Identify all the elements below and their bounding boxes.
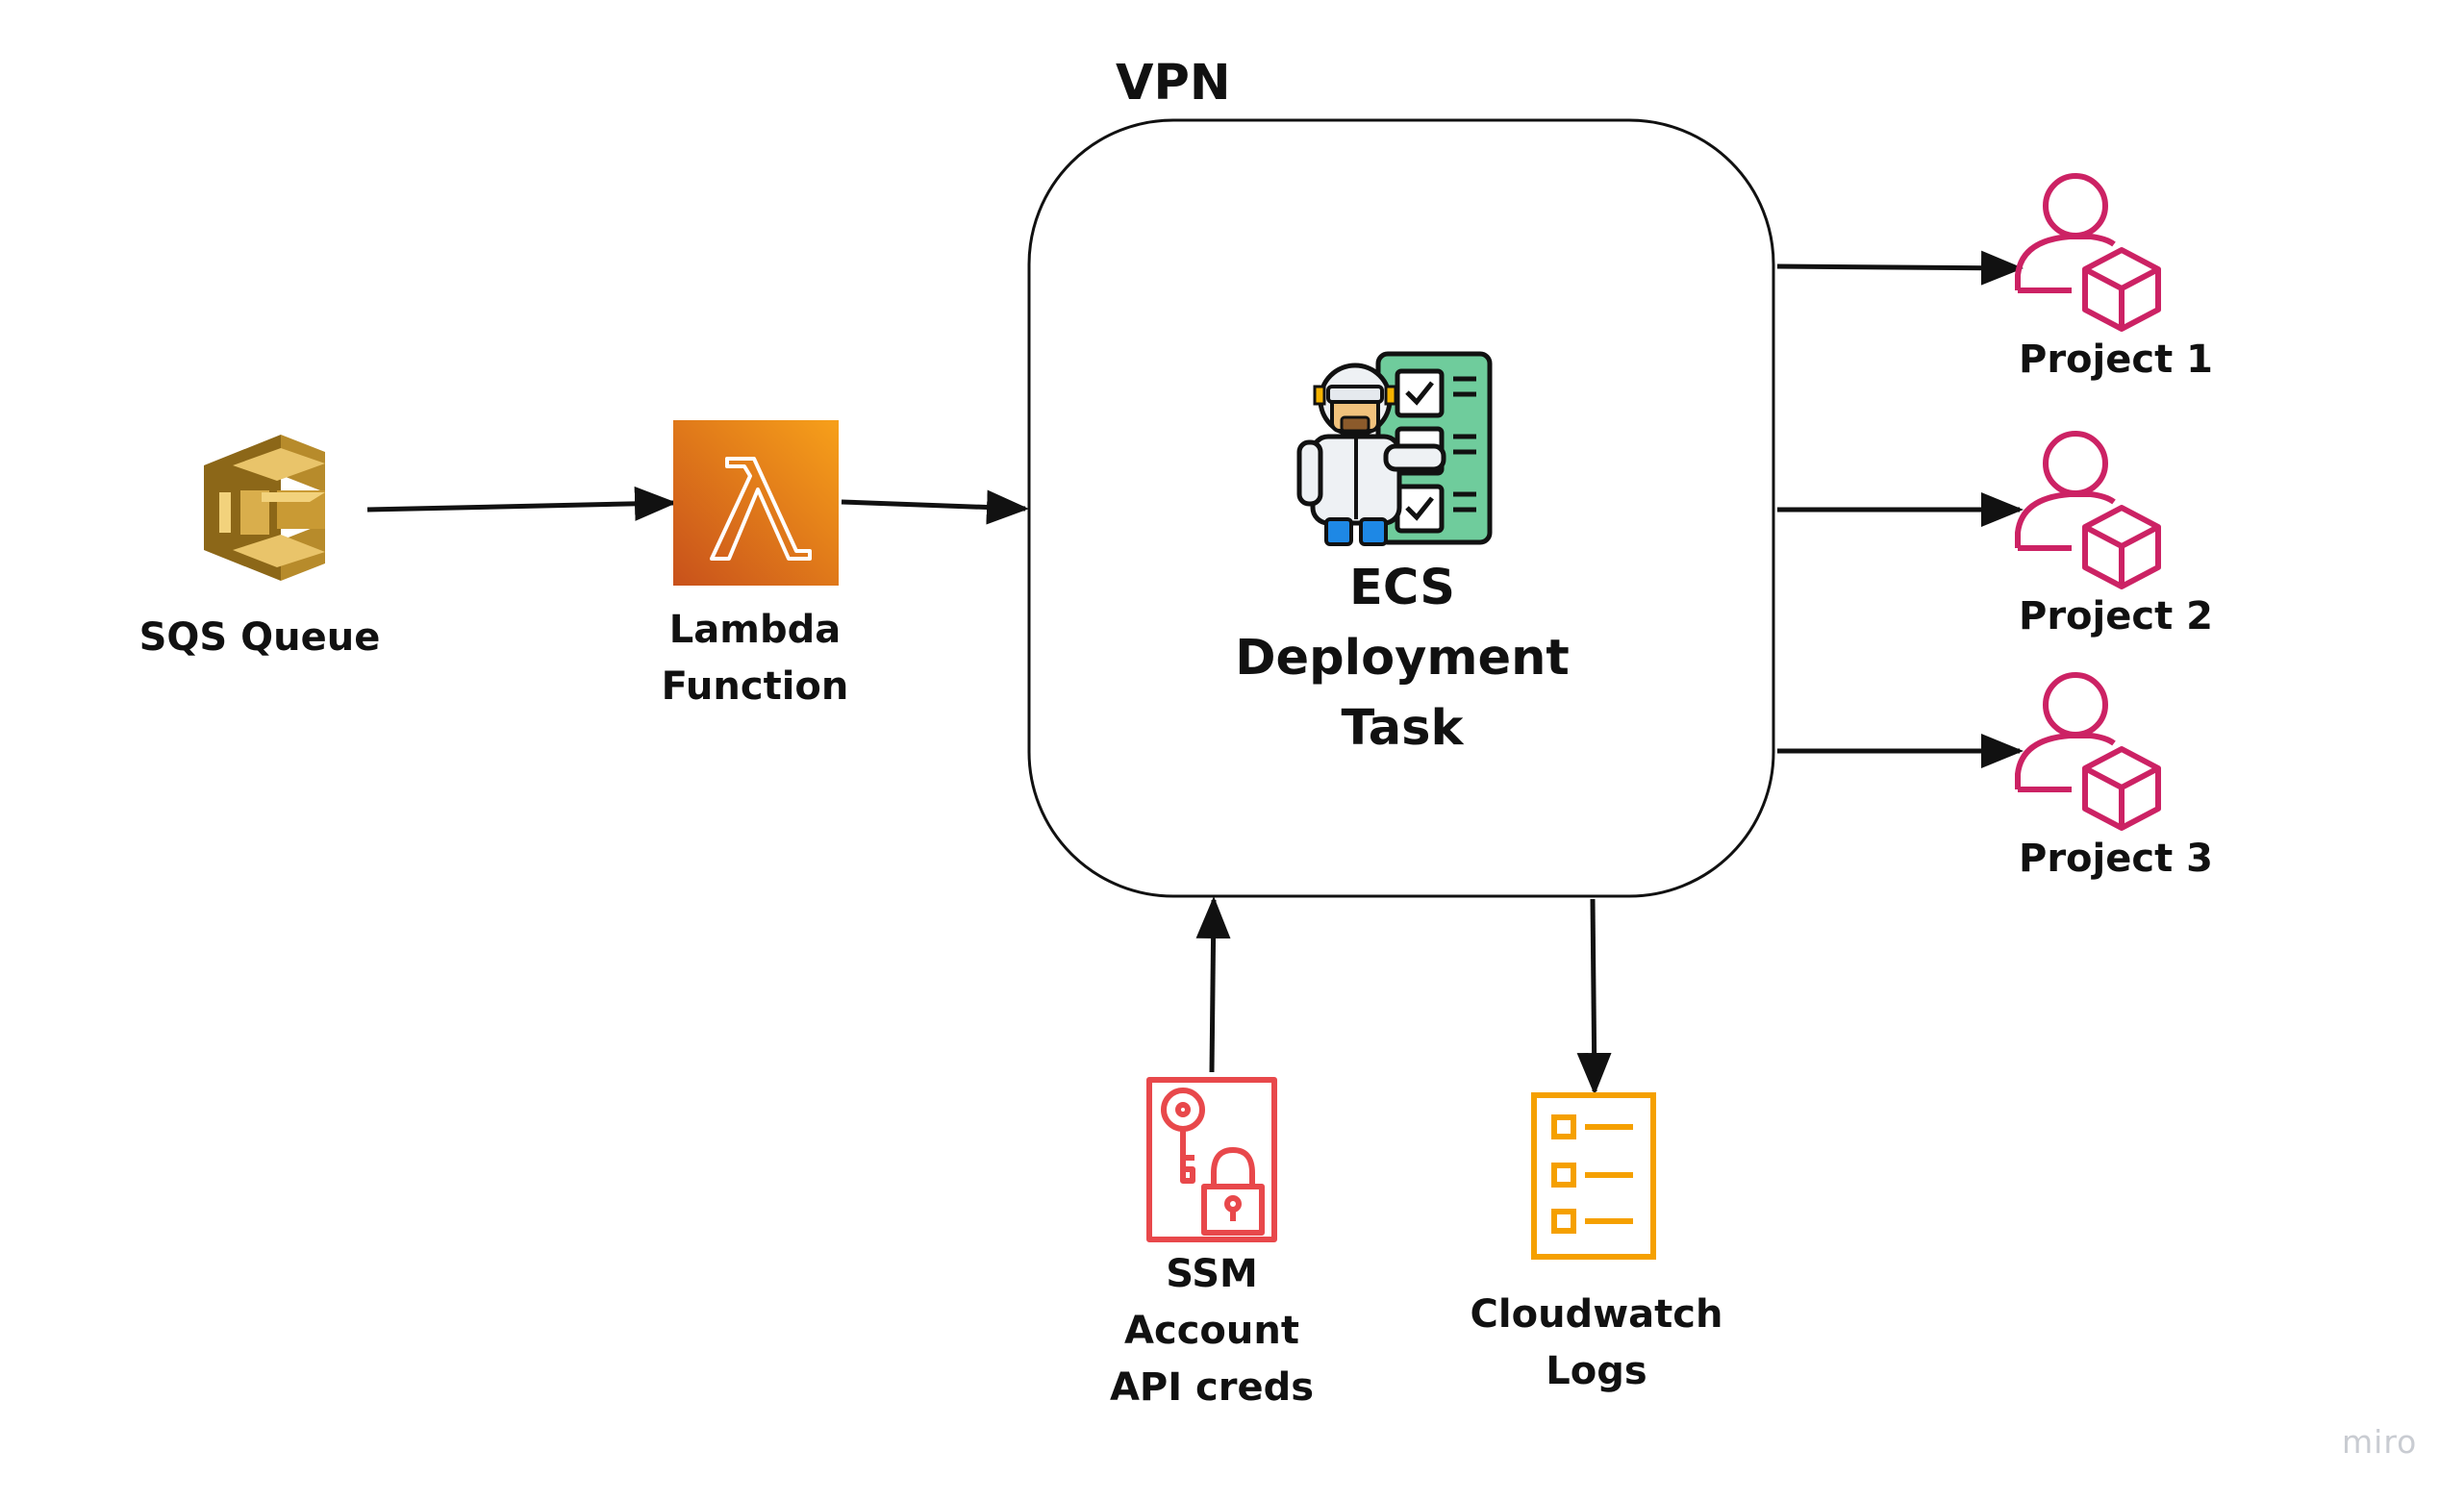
project-3-label: Project 3 (2019, 837, 2213, 881)
ssm-label: SSM Account API creds (1068, 1246, 1356, 1416)
vpn-title: VPN (1116, 55, 1231, 112)
log-list-icon[interactable] (1531, 1092, 1656, 1260)
edge-ecs-to-project-1 (1776, 250, 2024, 286)
ecs-task-label: ECS Deployment Task (1210, 553, 1595, 763)
project-1-label: Project 1 (2019, 338, 2213, 382)
ecs-worker-icon[interactable] (1296, 351, 1493, 546)
ssm-line-2: Account (1124, 1309, 1299, 1353)
project-2-icon[interactable] (2015, 431, 2161, 589)
project-3-icon[interactable] (2015, 672, 2161, 831)
ecs-task-line-1: ECS (1349, 560, 1455, 616)
edge-lambda-to-ecs (841, 489, 1029, 525)
ssm-line-3: API creds (1109, 1365, 1315, 1410)
cloudwatch-line-2: Logs (1546, 1349, 1647, 1393)
lambda-function-label: Lambda Function (611, 602, 899, 715)
sqs-queue-label: SQS Queue (138, 615, 381, 660)
lambda-line-2: Function (661, 664, 849, 709)
project-1-icon[interactable] (2015, 173, 2161, 332)
edges (366, 250, 2024, 1095)
edge-ecs-to-cloudwatch (1576, 898, 1612, 1095)
cloudwatch-label: Cloudwatch Logs (1452, 1287, 1741, 1400)
ecs-task-line-2: Deployment (1235, 630, 1570, 687)
project-2-label: Project 2 (2019, 594, 2213, 638)
lambda-icon[interactable] (673, 420, 839, 586)
key-lock-icon[interactable] (1146, 1077, 1277, 1242)
ssm-line-1: SSM (1166, 1252, 1258, 1296)
ecs-task-line-3: Task (1341, 700, 1464, 757)
lambda-line-1: Lambda (668, 608, 842, 652)
edge-ssm-to-ecs (1195, 896, 1231, 1073)
sqs-queue-icon[interactable] (204, 435, 325, 581)
miro-watermark: miro (2342, 1423, 2418, 1461)
edge-sqs-to-lambda (366, 486, 677, 521)
cloudwatch-line-1: Cloudwatch (1470, 1292, 1723, 1337)
